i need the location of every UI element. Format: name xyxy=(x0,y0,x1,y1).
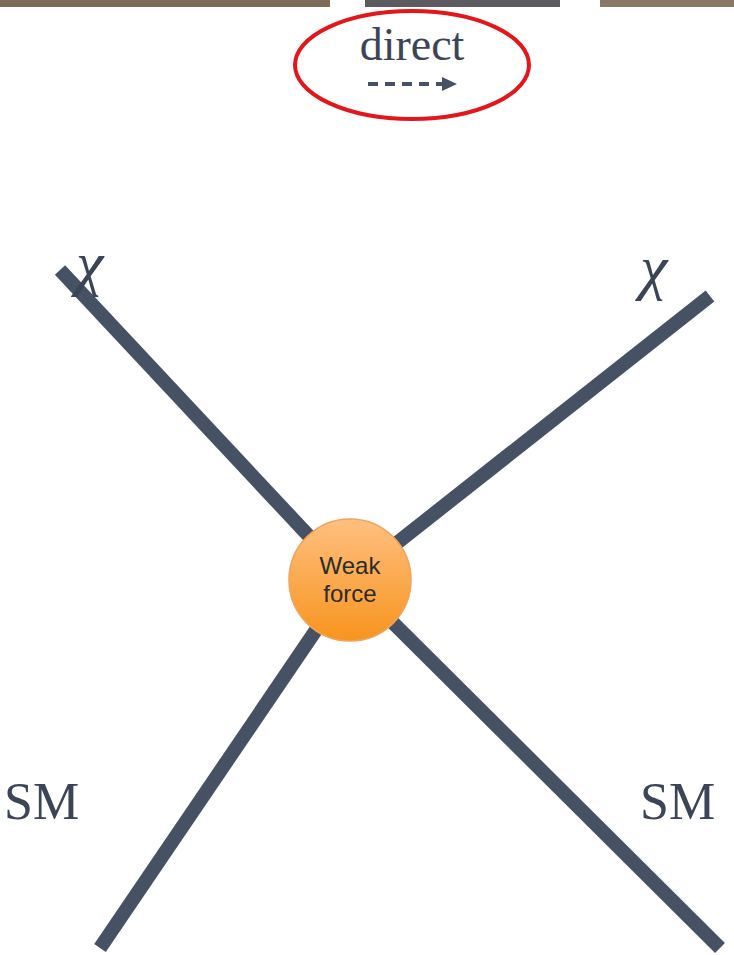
dashed-arrow xyxy=(368,82,442,86)
photo-strip xyxy=(600,0,734,7)
annotation-ellipse: direct xyxy=(292,8,532,122)
particle-line xyxy=(350,296,710,580)
force-label: Weak force xyxy=(306,552,394,608)
particle-line xyxy=(350,580,720,948)
arrow-head xyxy=(442,77,457,91)
particle-symbol: χ xyxy=(76,228,103,299)
particle-symbol: χ xyxy=(640,232,667,303)
photo-strip xyxy=(0,0,330,7)
interaction-circle: Weak force xyxy=(288,518,412,642)
orange-circle xyxy=(289,519,411,641)
particle-label: SM xyxy=(4,772,79,831)
particle-line xyxy=(100,580,350,948)
particle-label: SM xyxy=(640,772,715,831)
particle-line xyxy=(60,270,350,580)
annotation-text: direct xyxy=(292,20,532,70)
photo-strip xyxy=(365,0,560,7)
